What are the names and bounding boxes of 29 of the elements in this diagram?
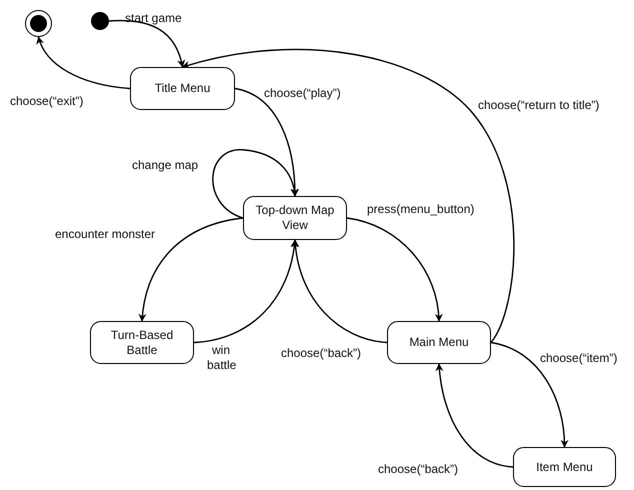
transition-arrow <box>292 239 388 344</box>
edge-label: choose(“exit”) <box>10 94 84 109</box>
initial-state-dot <box>91 12 109 30</box>
edge-label: press(menu_button) <box>367 202 474 217</box>
edge-label: change map <box>132 158 198 173</box>
edge-label: choose(“back”) <box>281 346 362 361</box>
transition-arrow <box>212 149 298 219</box>
edge-label: choose(“back”) <box>378 462 458 477</box>
transition-arrow <box>490 342 568 448</box>
state-box: Turn-Based Battle <box>90 321 194 364</box>
state-box: Main Menu <box>387 321 491 364</box>
state-box: Item Menu <box>513 447 616 487</box>
transition-arrow <box>234 88 299 197</box>
transition-arrow <box>36 36 130 90</box>
edge-label: choose(“return to title”) <box>478 98 600 113</box>
edge-label: encounter monster <box>55 227 156 242</box>
final-state-circle <box>25 10 52 37</box>
transition-arrow <box>194 239 298 344</box>
edge-label: win battle <box>207 343 235 373</box>
edge-label: choose(“play”) <box>264 86 341 101</box>
transition-arrow <box>182 48 515 343</box>
state-box: Top-down Map View <box>243 196 347 240</box>
edge-label: start game <box>125 11 182 26</box>
transition-arrow <box>138 217 244 322</box>
transition-arrow <box>436 363 514 468</box>
transition-arrow <box>108 20 185 68</box>
state-box: Title Menu <box>130 67 235 110</box>
transition-arrow <box>346 217 442 322</box>
edge-label: choose(“item”) <box>540 351 618 366</box>
